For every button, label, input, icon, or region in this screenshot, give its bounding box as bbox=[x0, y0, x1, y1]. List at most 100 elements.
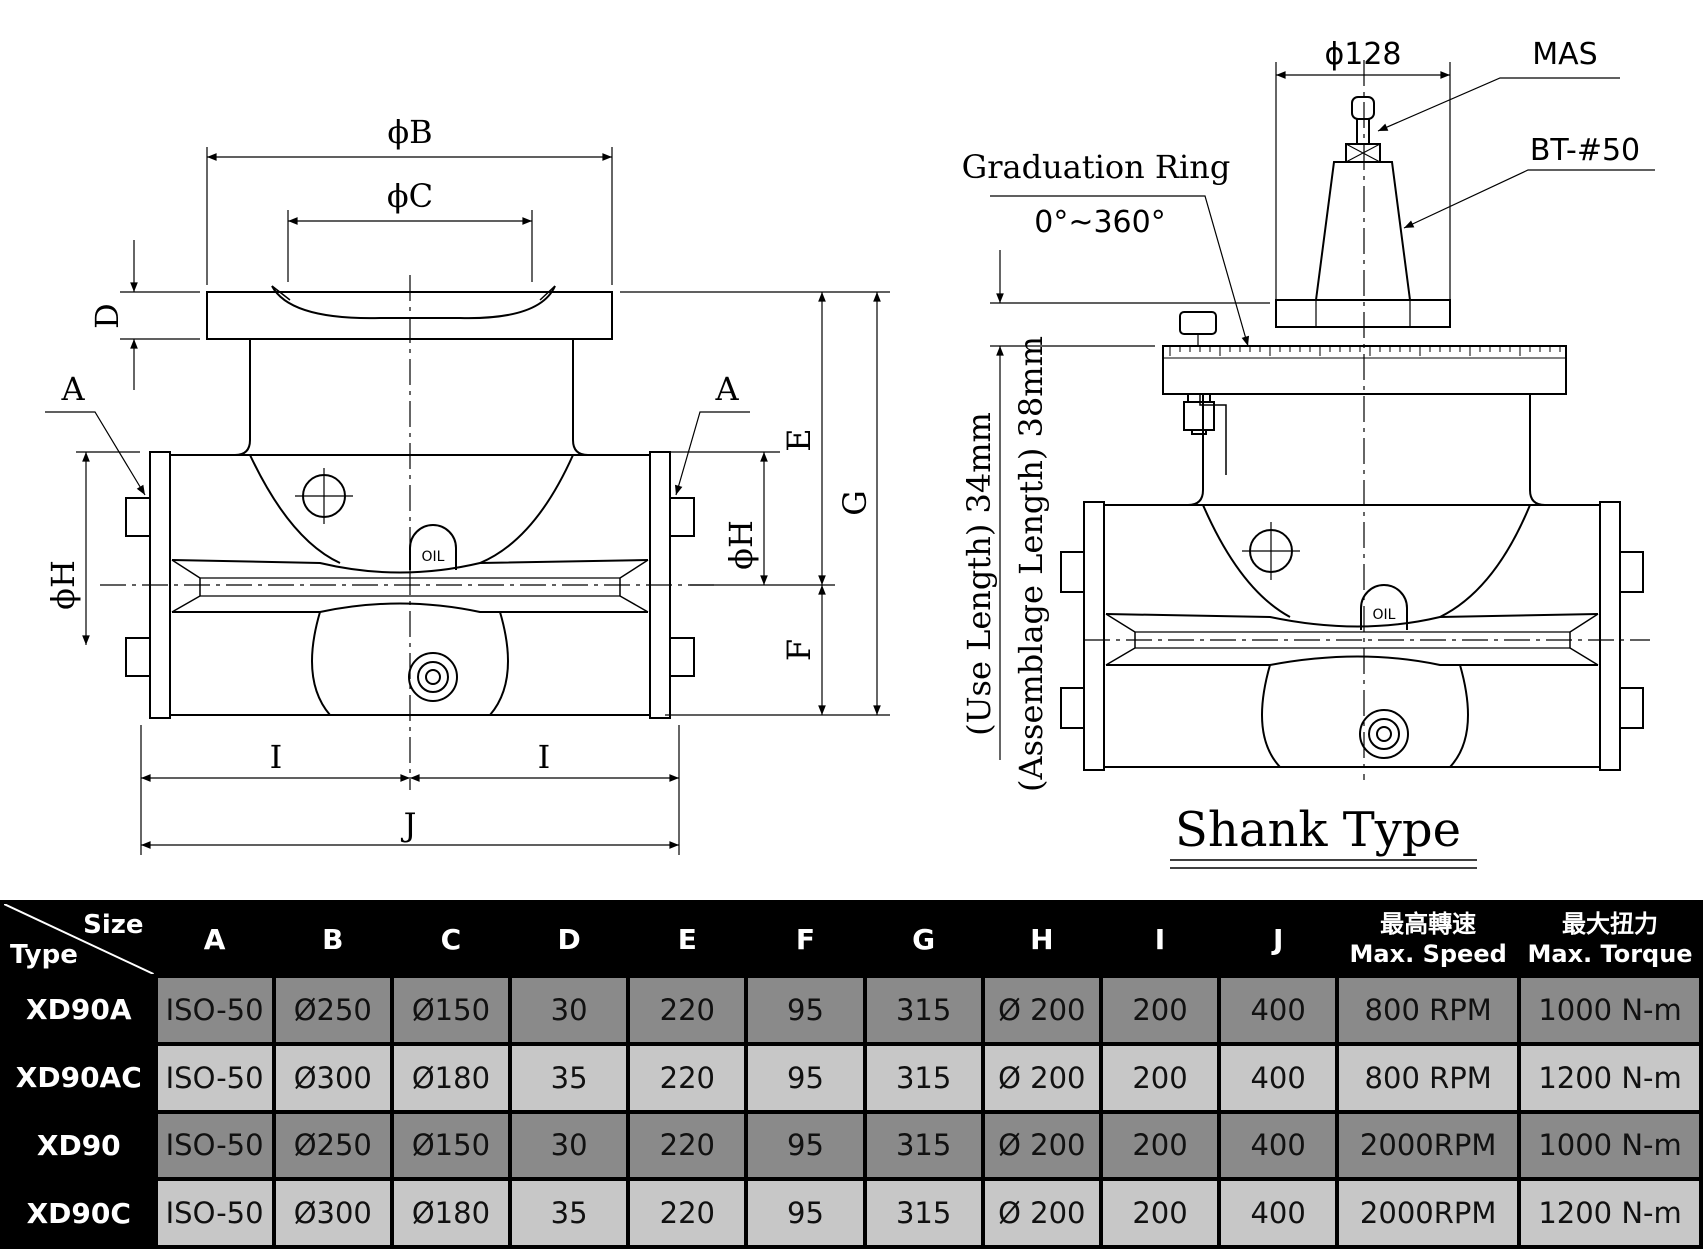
dim-F-label: F bbox=[780, 639, 818, 661]
mas-label: MAS bbox=[1532, 37, 1597, 72]
cell-B: Ø300 bbox=[275, 1045, 390, 1110]
cell-C: Ø150 bbox=[393, 1113, 509, 1178]
cell-max-torque: 1000 N-m bbox=[1521, 978, 1699, 1042]
cell-I: 200 bbox=[1102, 978, 1218, 1042]
cell-max-torque: 1200 N-m bbox=[1521, 1181, 1699, 1245]
cell-J: 400 bbox=[1221, 1181, 1336, 1245]
header-corner-cell: Size Type bbox=[4, 904, 154, 974]
cell-D: 35 bbox=[512, 1045, 627, 1110]
cell-F: 95 bbox=[748, 1045, 863, 1110]
header-D: D bbox=[512, 904, 627, 974]
dim-phiC-label: ϕC bbox=[387, 177, 433, 215]
header-max-speed: 最高轉速 Max. Speed bbox=[1339, 904, 1518, 974]
dim-A-left-label: A bbox=[60, 370, 85, 408]
cell-H: Ø 200 bbox=[984, 1045, 1099, 1110]
header-max-torque-cn: 最大扭力 bbox=[1562, 910, 1659, 938]
cell-C: Ø180 bbox=[393, 1045, 509, 1110]
row-type-cell: XD90 bbox=[4, 1113, 154, 1178]
cell-max-torque: 1000 N-m bbox=[1521, 1113, 1699, 1178]
cell-B: Ø250 bbox=[275, 1113, 390, 1178]
cell-I: 200 bbox=[1102, 1045, 1218, 1110]
table-header-row: Size Type A B C D E F G H I J 最高轉速 Max. … bbox=[4, 904, 1699, 974]
header-max-speed-en: Max. Speed bbox=[1349, 940, 1507, 968]
row-type-cell: XD90C bbox=[4, 1181, 154, 1245]
cell-J: 400 bbox=[1221, 978, 1336, 1042]
dim-I-right-label: I bbox=[538, 738, 551, 776]
cell-G: 315 bbox=[866, 1113, 981, 1178]
cell-G: 315 bbox=[866, 1045, 981, 1110]
bt50-label: BT-#50 bbox=[1530, 133, 1640, 168]
shank-type-title: Shank Type bbox=[1175, 802, 1461, 858]
right-view bbox=[990, 60, 1655, 869]
cell-J: 400 bbox=[1221, 1045, 1336, 1110]
dim-I-left-label: I bbox=[270, 738, 283, 776]
dim-phiH-right-label: ϕH bbox=[722, 520, 760, 570]
header-J: J bbox=[1221, 904, 1336, 974]
cell-H: Ø 200 bbox=[984, 978, 1099, 1042]
header-F: F bbox=[748, 904, 863, 974]
cell-G: 315 bbox=[866, 1181, 981, 1245]
header-I: I bbox=[1102, 904, 1218, 974]
header-H: H bbox=[984, 904, 1099, 974]
header-A: A bbox=[157, 904, 272, 974]
cell-J: 400 bbox=[1221, 1113, 1336, 1178]
dim-phiB-label: ϕB bbox=[387, 113, 432, 151]
cell-E: 220 bbox=[630, 1181, 745, 1245]
header-E: E bbox=[630, 904, 745, 974]
cell-max-speed: 2000RPM bbox=[1339, 1113, 1518, 1178]
header-G: G bbox=[866, 904, 981, 974]
row-type-cell: XD90A bbox=[4, 978, 154, 1042]
header-max-torque-en: Max. Torque bbox=[1527, 940, 1693, 968]
cell-A: ISO-50 bbox=[157, 1181, 272, 1245]
cell-E: 220 bbox=[630, 978, 745, 1042]
technical-drawing: ϕB ϕC D A A ϕH ϕH E G F I I J OIL bbox=[44, 37, 1655, 869]
cell-H: Ø 200 bbox=[984, 1181, 1099, 1245]
cell-A: ISO-50 bbox=[157, 1045, 272, 1110]
cell-F: 95 bbox=[748, 978, 863, 1042]
header-max-speed-cn: 最高轉速 bbox=[1380, 910, 1477, 938]
graduation-ring-label: Graduation Ring bbox=[962, 148, 1231, 186]
dim-E-label: E bbox=[780, 428, 818, 451]
dim-G-label: G bbox=[836, 490, 874, 516]
cell-max-torque: 1200 N-m bbox=[1521, 1045, 1699, 1110]
cell-max-speed: 2000RPM bbox=[1339, 1181, 1518, 1245]
cell-max-speed: 800 RPM bbox=[1339, 978, 1518, 1042]
cell-D: 30 bbox=[512, 1113, 627, 1178]
row-type-cell: XD90AC bbox=[4, 1045, 154, 1110]
dim-phiH-left-label: ϕH bbox=[44, 560, 82, 610]
oil-label-left: OIL bbox=[422, 549, 445, 565]
dim-A-right-label: A bbox=[714, 370, 739, 408]
cell-A: ISO-50 bbox=[157, 978, 272, 1042]
header-C: C bbox=[393, 904, 509, 974]
cell-F: 95 bbox=[748, 1181, 863, 1245]
corner-type-label: Type bbox=[10, 940, 78, 970]
spec-table: Size Type A B C D E F G H I J 最高轉速 Max. … bbox=[0, 900, 1703, 1249]
dim-J-label: J bbox=[401, 806, 417, 844]
cell-C: Ø180 bbox=[393, 1181, 509, 1245]
cell-max-speed: 800 RPM bbox=[1339, 1045, 1518, 1110]
cell-D: 35 bbox=[512, 1181, 627, 1245]
cell-I: 200 bbox=[1102, 1181, 1218, 1245]
cell-A: ISO-50 bbox=[157, 1113, 272, 1178]
left-view bbox=[45, 147, 890, 855]
header-max-torque: 最大扭力 Max. Torque bbox=[1521, 904, 1699, 974]
cell-B: Ø250 bbox=[275, 978, 390, 1042]
corner-size-label: Size bbox=[83, 910, 144, 940]
cell-F: 95 bbox=[748, 1113, 863, 1178]
cell-D: 30 bbox=[512, 978, 627, 1042]
cell-B: Ø300 bbox=[275, 1181, 390, 1245]
oil-label-right: OIL bbox=[1373, 607, 1396, 623]
cell-H: Ø 200 bbox=[984, 1113, 1099, 1178]
cell-C: Ø150 bbox=[393, 978, 509, 1042]
use-length-label: (Use Length) 34mm bbox=[960, 412, 998, 736]
assemblage-length-label: (Assemblage Length) 38mm bbox=[1012, 336, 1050, 792]
cell-G: 315 bbox=[866, 978, 981, 1042]
cell-I: 200 bbox=[1102, 1113, 1218, 1178]
graduation-range-label: 0°~360° bbox=[1034, 205, 1165, 240]
dim-D-label: D bbox=[88, 303, 126, 329]
